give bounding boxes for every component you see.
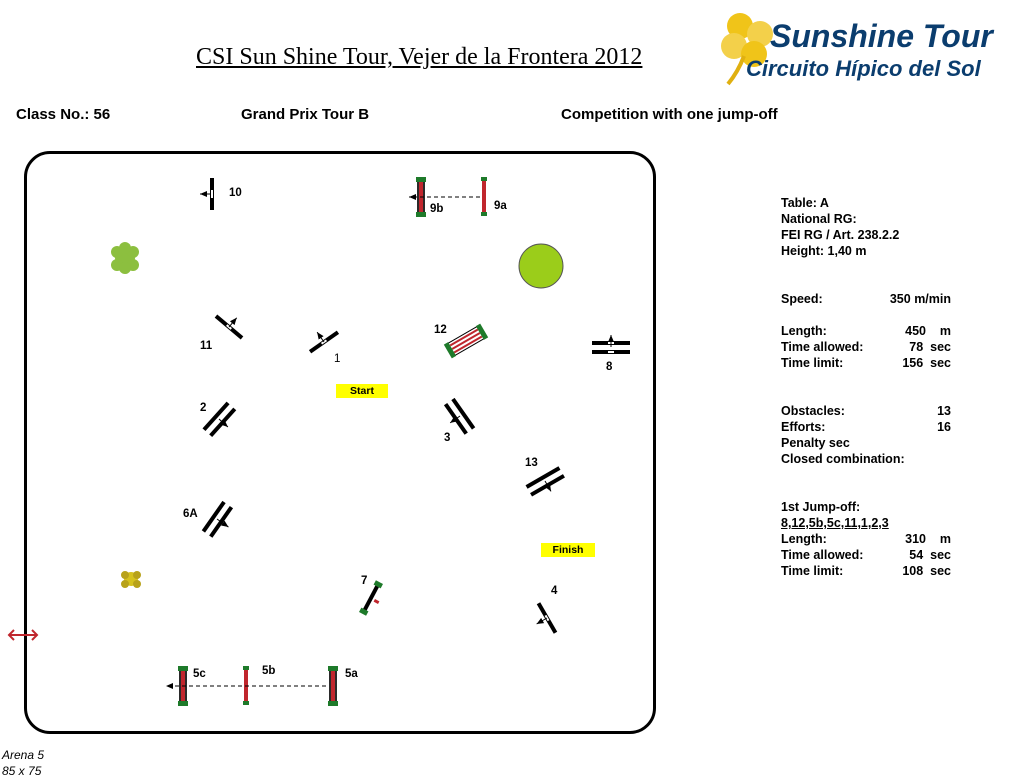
time-limit-value: 156 sec [902,356,951,370]
logo-line-1: Sunshine Tour [770,18,993,54]
label-obstacle-12: 12 [434,324,447,336]
height: Height: 1,40 m [781,244,867,258]
time-allowed-value: 78 sec [909,340,951,354]
label-obstacle-9a: 9a [494,200,507,212]
jumpoff-time-limit-label: Time limit: [781,564,844,578]
label-obstacle-5c: 5c [193,668,206,680]
label-obstacle-8: 8 [606,361,613,373]
obstacle-7-fence [359,580,383,616]
table-type: Table: A [781,196,829,210]
obstacle-9a-fence [481,177,487,216]
competition-type: Competition with one jump-off [561,106,778,123]
finish-marker: Finish [541,543,595,557]
obstacle-10-fence [200,178,214,210]
efforts-label: Efforts: [781,420,826,434]
speed-label: Speed: [781,292,823,306]
label-obstacle-2: 2 [200,402,207,414]
clover-logo-icon [721,13,773,86]
label-obstacle-10: 10 [229,187,242,199]
arena-size: 85 x 75 [2,764,42,778]
label-obstacle-13: 13 [525,457,538,469]
time-limit-label: Time limit: [781,356,844,370]
label-obstacle-3: 3 [444,432,451,444]
class-name: Grand Prix Tour B [241,106,370,123]
start-marker: Start [336,384,388,398]
national-rg: National RG: [781,212,857,226]
closed-combination: Closed combination: [781,452,905,466]
time-allowed-label: Time allowed: [781,340,864,354]
obstacle-12-fence [443,323,489,359]
length-label: Length: [781,324,827,338]
obstacle-11-fence [214,314,244,340]
jumpoff-time-allowed-label: Time allowed: [781,548,864,562]
class-number: Class No.: 56 [16,106,111,123]
obstacle-13-fence [525,466,565,497]
fei-rg: FEI RG / Art. 238.2.2 [781,228,900,242]
label-obstacle-6a: 6A [183,508,198,520]
label-obstacle-5b: 5b [262,665,276,677]
jumpoff-title: 1st Jump-off: [781,500,861,514]
label-obstacle-9b: 9b [430,203,444,215]
obstacle-3-fence [443,397,476,435]
jumpoff-time-allowed-value: 54 sec [909,548,951,562]
arena-entry-arrow-icon [7,629,39,641]
obstacle-6a-fence [201,500,234,538]
arena-outline [24,151,656,734]
sunshine-tour-logo: Sunshine Tour Circuito Hípico del Sol [714,6,1026,96]
green-circle-decoration [518,243,564,289]
jumpoff-length-label: Length: [781,532,827,546]
logo-line-2: Circuito Hípico del Sol [746,56,981,81]
course-title: CSI Sun Shine Tour, Vejer de la Frontera… [196,44,643,70]
obstacles-value: 13 [937,404,951,418]
label-obstacle-11: 11 [200,340,213,352]
label-obstacle-5a: 5a [345,668,358,680]
course-info-panel: Table: A National RG: FEI RG / Art. 238.… [781,195,956,579]
obstacle-4-fence [536,602,558,634]
label-obstacle-1: 1 [334,353,341,365]
label-obstacle-4: 4 [551,585,558,597]
efforts-value: 16 [937,420,951,434]
label-obstacle-7: 7 [361,575,368,587]
obstacles-label: Obstacles: [781,404,845,418]
jumpoff-time-limit-value: 108 sec [902,564,951,578]
jumpoff-length-value: 310 m [905,532,951,546]
obstacle-5a-fence [328,666,338,706]
arena-caption: Arena 5 85 x 75 [2,747,44,779]
bush-decoration-bottom [121,571,141,588]
arena-name: Arena 5 [2,748,45,762]
jumpoff-sequence: 8,12,5b,5c,11,1,2,3 [781,516,889,530]
obstacle-1-fence [308,330,340,354]
bush-decoration-top [111,242,139,274]
obstacle-2-fence [202,401,237,438]
speed-value: 350 m/min [889,292,951,306]
penalty-sec: Penalty sec [781,436,850,450]
obstacle-8-fence [592,335,630,354]
length-value: 450 m [905,324,951,338]
